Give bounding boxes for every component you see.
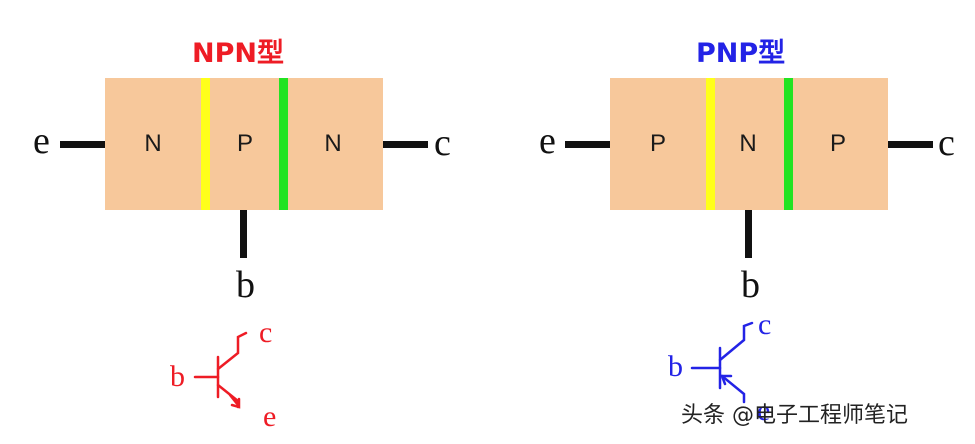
pnp-symbol-base-label: b: [668, 350, 683, 383]
pnp-transistor-symbol: [690, 321, 754, 404]
npn-region-collector: N: [324, 130, 342, 157]
pnp-title: PNP型: [696, 38, 786, 69]
npn-region-base: P: [236, 130, 254, 157]
npn-symbol-emitter-arrow: [230, 397, 241, 409]
pnp-emitter-lead: [565, 141, 610, 148]
npn-collector-label: c: [434, 122, 451, 164]
npn-symbol-base-label: b: [170, 360, 185, 393]
pnp-emitter-label: e: [539, 120, 556, 162]
pnp-base-lead: [745, 210, 752, 258]
npn-base-label: b: [236, 264, 255, 306]
npn-base-lead: [240, 210, 247, 258]
watermark: 头条 @电子工程师笔记: [681, 403, 908, 428]
npn-emitter-base-junction: [201, 78, 210, 210]
npn-symbol-emitter-label: e: [263, 400, 277, 433]
pnp-symbol-emitter-label: e: [757, 394, 771, 427]
npn-symbol-collector-label: c: [259, 316, 273, 349]
npn-symbol-collector: [216, 331, 248, 371]
npn-base-collector-junction: [279, 78, 288, 210]
npn-semiconductor-block: [105, 78, 383, 210]
pnp-symbol-collector: [718, 321, 754, 362]
pnp-base-collector-junction: [784, 78, 793, 210]
pnp-base-label: b: [741, 264, 760, 306]
npn-emitter-label: e: [33, 120, 50, 162]
npn-title: NPN型: [192, 38, 284, 69]
pnp-symbol-emitter-arrow: [720, 374, 733, 386]
pnp-emitter-base-junction: [706, 78, 715, 210]
pnp-semiconductor-block: [610, 78, 888, 210]
npn-emitter-lead: [60, 141, 105, 148]
pnp-region-collector: P: [829, 130, 847, 157]
npn-collector-lead: [383, 141, 428, 148]
npn-transistor-symbol: [193, 331, 248, 409]
pnp-symbol-emitter: [720, 374, 746, 404]
pnp-region-base: N: [739, 130, 757, 157]
npn-region-emitter: N: [144, 130, 162, 157]
pnp-symbol-collector-label: c: [758, 308, 772, 341]
pnp-collector-lead: [888, 141, 933, 148]
npn-symbol-emitter: [216, 383, 240, 409]
pnp-collector-label: c: [938, 122, 955, 164]
pnp-region-emitter: P: [649, 130, 667, 157]
